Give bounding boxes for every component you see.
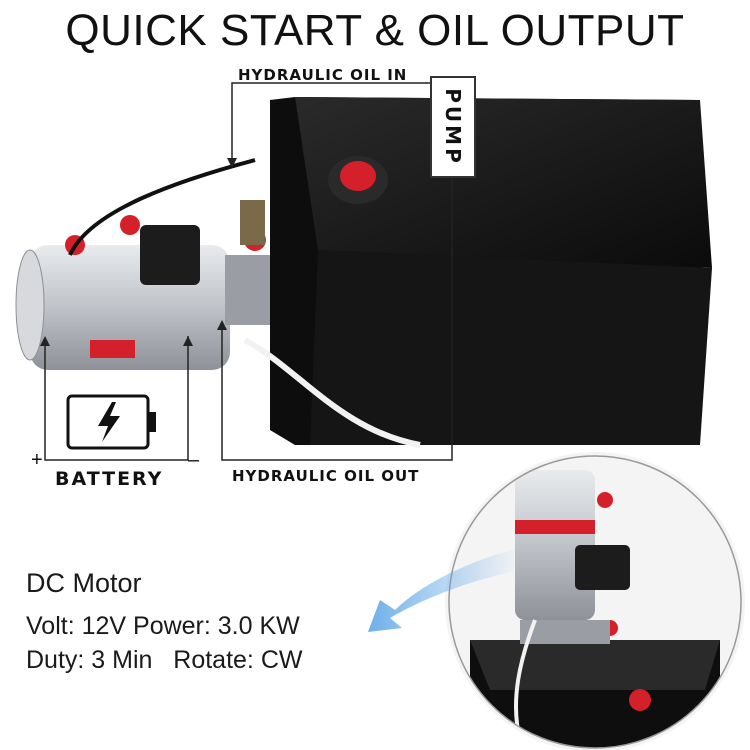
oil-in-leader-line — [227, 82, 430, 168]
battery-wiring — [40, 336, 193, 461]
motor-spec-duty-rotate: Duty: 3 Min Rotate: CW — [26, 646, 303, 674]
battery-icon — [66, 394, 156, 450]
flow-arrow-icon — [368, 548, 520, 632]
cable — [68, 158, 256, 256]
reservoir-tank — [270, 97, 712, 445]
filler-cap-icon — [328, 156, 388, 204]
motor-spec-title: DC Motor — [26, 568, 142, 598]
motor-spec-volt-power: Volt: 12V Power: 3.0 KW — [26, 612, 300, 640]
hose — [243, 337, 421, 448]
hydraulic-oil-in-label: HYDRAULIC OIL IN — [238, 66, 408, 84]
oil-out-leader-line — [217, 174, 453, 461]
battery-plus-terminal: + — [31, 449, 43, 471]
battery-label: BATTERY — [55, 468, 164, 490]
battery-minus-terminal: – — [188, 449, 200, 471]
hydraulic-oil-out-label: HYDRAULIC OIL OUT — [232, 467, 420, 485]
page-title: QUICK START & OIL OUTPUT — [65, 6, 685, 55]
dc-motor — [15, 200, 270, 370]
lightning-bolt-icon — [98, 402, 120, 442]
pump-label: PUMP — [441, 88, 465, 166]
pump-label-box: PUMP — [430, 76, 476, 178]
inset-photo — [445, 452, 745, 750]
